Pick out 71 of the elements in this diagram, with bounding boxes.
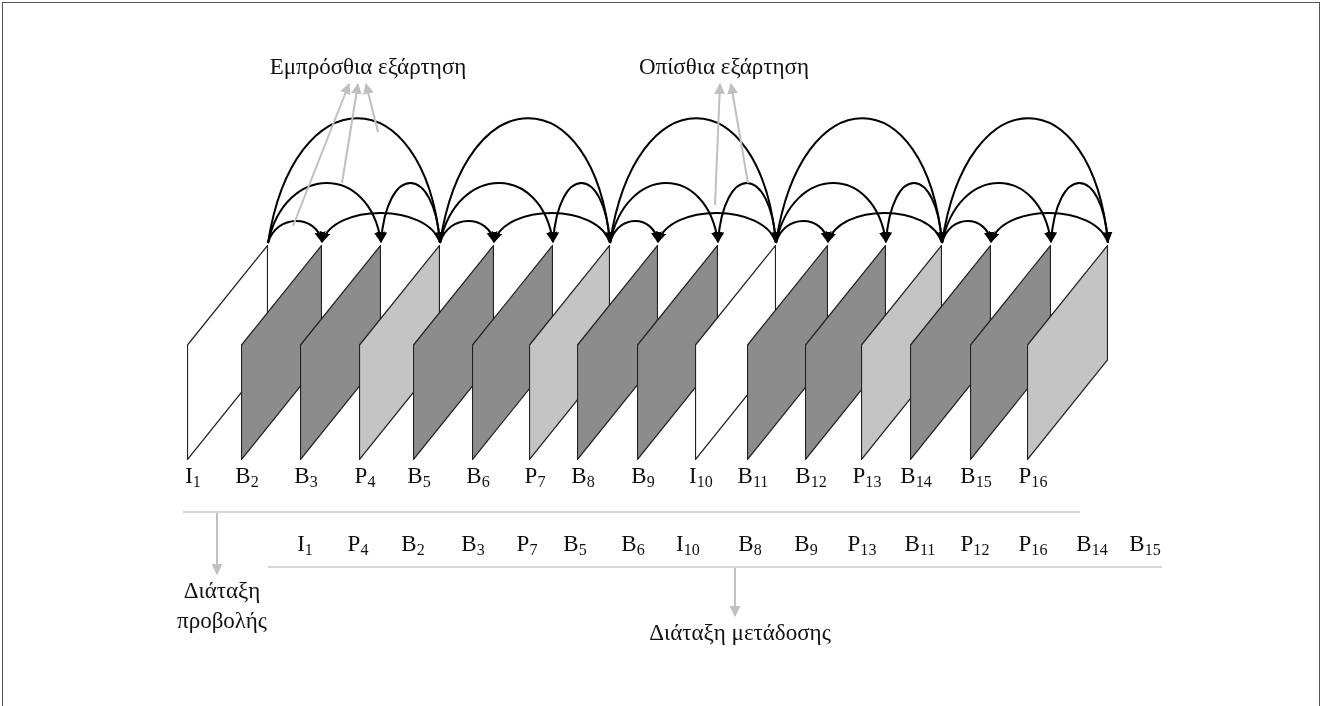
frame-label: P$_{7}$ — [524, 462, 546, 490]
leader-arrow — [363, 82, 379, 133]
dependency-arrow — [609, 117, 780, 244]
frame-label: B$_{3}$ — [461, 530, 485, 558]
video-frame — [241, 245, 322, 460]
dependency-arrow — [657, 211, 777, 244]
leader-arrow — [341, 82, 362, 184]
frame-label: P$_{4}$ — [347, 530, 369, 558]
frame-label: B$_{8}$ — [738, 530, 762, 558]
dependency-arrow — [827, 211, 943, 244]
frame-label: P$_{16}$ — [1018, 462, 1048, 490]
dependency-arrow — [775, 117, 946, 244]
frame-label: B$_{14}$ — [900, 462, 932, 490]
leader-arrow — [714, 82, 726, 206]
leader-arrow — [729, 567, 741, 618]
frame-label: I$_{10}$ — [676, 530, 700, 558]
frame-label: I$_{10}$ — [689, 462, 713, 490]
dependency-arrow — [941, 219, 994, 244]
frame-label: B$_{2}$ — [235, 462, 259, 490]
dependency-arrow — [881, 182, 943, 244]
caption-text: Διάταξη μετάδοσης — [610, 618, 870, 648]
frame-label: B$_{3}$ — [294, 462, 318, 490]
dependency-arrow — [376, 182, 441, 244]
caption-text: Εμπρόσθια εξάρτηση — [218, 52, 518, 82]
video-frame — [910, 245, 991, 460]
frame-label: B$_{12}$ — [795, 462, 827, 490]
video-frame — [577, 245, 658, 460]
frame-label: B$_{15}$ — [1129, 530, 1161, 558]
frame-label: B$_{11}$ — [737, 462, 769, 490]
dependency-arrow — [321, 211, 441, 244]
frame-label: P$_{13}$ — [852, 462, 882, 490]
frame-label: B$_{2}$ — [401, 530, 425, 558]
frame-label: B$_{15}$ — [960, 462, 992, 490]
dependency-arrow — [1046, 182, 1109, 244]
frame-label: I$_{1}$ — [185, 462, 201, 490]
caption-text: Διάταξη προβολής — [147, 576, 297, 636]
leader-arrow — [292, 83, 351, 227]
frame-label: P$_{16}$ — [1018, 530, 1048, 558]
frame-label: B$_{5}$ — [407, 462, 431, 490]
frame-label: B$_{11}$ — [904, 530, 936, 558]
dependency-arrow — [267, 117, 444, 244]
frame-label: I$_{1}$ — [297, 530, 313, 558]
caption-text: Οπίσθια εξάρτηση — [594, 52, 854, 82]
frame-label: B$_{14}$ — [1076, 530, 1108, 558]
frame-label: P$_{4}$ — [354, 462, 376, 490]
dependency-arrow — [439, 182, 557, 244]
dependency-arrow — [941, 117, 1112, 244]
dependency-arrow — [267, 219, 325, 244]
dependency-arrow — [990, 211, 1109, 244]
dependency-arrow — [493, 211, 611, 244]
leader-arrow — [211, 512, 223, 576]
frame-label: B$_{9}$ — [794, 530, 818, 558]
video-frame — [413, 245, 494, 460]
frame-label: B$_{8}$ — [571, 462, 595, 490]
frame-label: B$_{9}$ — [631, 462, 655, 490]
frame-label: P$_{7}$ — [516, 530, 538, 558]
dependency-arrow — [439, 219, 497, 244]
frame-label: B$_{6}$ — [621, 530, 645, 558]
dependency-arrow — [713, 182, 777, 244]
frame-label: B$_{5}$ — [563, 530, 587, 558]
leader-arrow — [727, 82, 749, 184]
dependency-arrow — [548, 182, 611, 244]
video-frame — [1027, 245, 1108, 460]
dependency-arrow — [609, 219, 661, 244]
dependency-arrow — [439, 117, 614, 244]
dependency-arrow — [267, 182, 385, 244]
frame-label: P$_{13}$ — [847, 530, 877, 558]
video-frame — [300, 245, 381, 460]
frame-label: P$_{12}$ — [960, 530, 990, 558]
dependency-arrow — [775, 219, 831, 244]
frame-label: B$_{6}$ — [466, 462, 490, 490]
